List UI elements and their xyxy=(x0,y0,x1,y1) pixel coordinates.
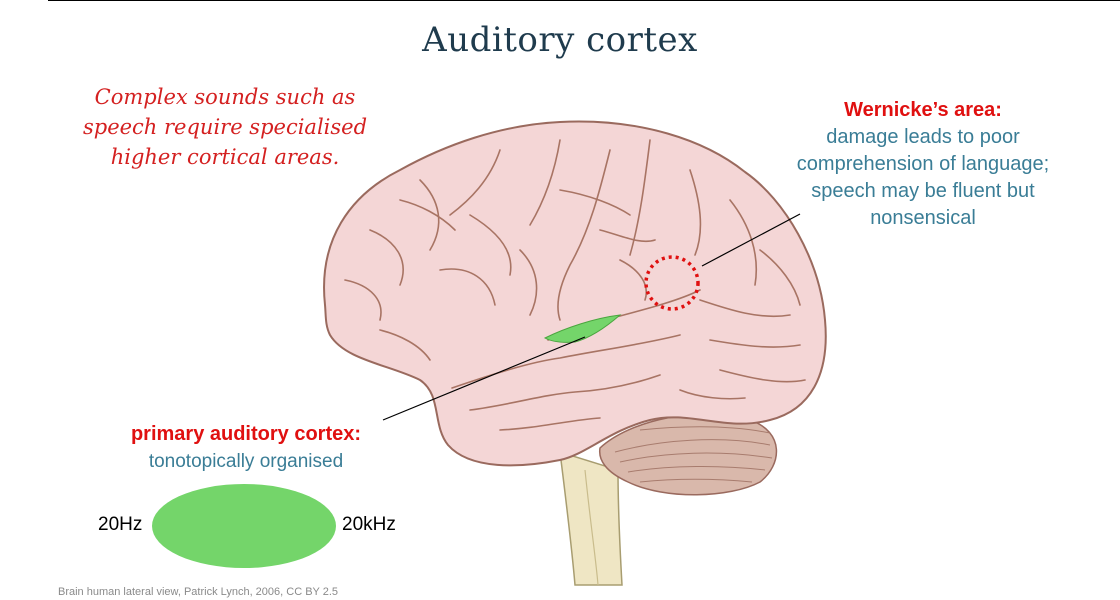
wernicke-line: comprehension of language; xyxy=(796,153,1050,175)
wernicke-leader-line xyxy=(701,213,801,267)
primary-auditory-cortex-region xyxy=(543,314,622,343)
slide-title: Auditory cortex xyxy=(422,20,698,60)
primary-auditory-callout: primary auditory cortex: tonotopically o… xyxy=(106,421,386,475)
intro-note-line: speech require specialised xyxy=(82,115,368,139)
wernicke-line: nonsensical xyxy=(870,207,976,229)
wernicke-area-marker xyxy=(644,255,700,311)
wernicke-line: speech may be fluent but xyxy=(811,180,1035,202)
low-frequency-label: 20Hz xyxy=(98,514,143,535)
wernicke-callout: Wernicke’s area: damage leads to poor co… xyxy=(770,97,1076,232)
top-rule xyxy=(48,0,1120,1)
primary-auditory-heading: primary auditory cortex: xyxy=(130,423,362,445)
image-credit: Brain human lateral view, Patrick Lynch,… xyxy=(58,586,339,598)
auditory-leader-line xyxy=(382,336,586,421)
intro-note-line: Complex sounds such as xyxy=(94,85,356,109)
intro-note: Complex sounds such as speech require sp… xyxy=(70,82,380,172)
wernicke-line: damage leads to poor xyxy=(826,126,1020,148)
intro-note-line: higher cortical areas. xyxy=(110,145,340,169)
tonotopic-map xyxy=(152,484,336,568)
cerebrum xyxy=(323,120,827,467)
high-frequency-label: 20kHz xyxy=(342,514,396,535)
primary-auditory-description: tonotopically organised xyxy=(148,451,344,472)
wernicke-heading: Wernicke’s area: xyxy=(844,99,1002,121)
